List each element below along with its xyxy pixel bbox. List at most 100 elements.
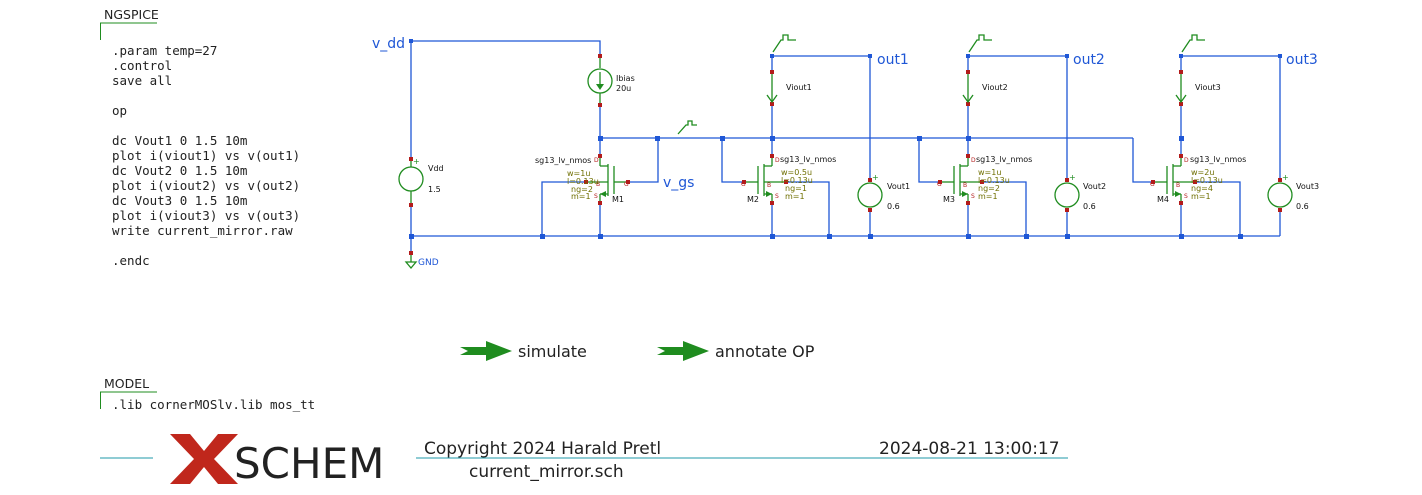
svg-text:m=1: m=1: [1191, 192, 1211, 201]
ngspice-line: .param temp=27: [112, 43, 217, 58]
probe-icon[interactable]: [677, 120, 697, 135]
ngspice-header: NGSPICE: [104, 7, 159, 22]
svg-text:S: S: [775, 193, 779, 200]
model-lib-line: .lib cornerMOSlv.lib mos_tt: [112, 397, 315, 412]
gnd-symbol[interactable]: GND: [404, 251, 439, 270]
ngspice-line: save all: [112, 73, 172, 88]
voltage-source-vout1[interactable]: + Vout1 0.6: [857, 173, 910, 212]
logo-text: SCHEM: [234, 439, 384, 488]
ibias-name: Ibias: [616, 74, 635, 83]
ngspice-line: write current_mirror.raw: [112, 223, 293, 238]
svg-text:ng=1: ng=1: [785, 184, 807, 193]
net-label-vgs[interactable]: v_gs: [663, 175, 694, 191]
ammeter-viout1[interactable]: Viout1: [766, 70, 812, 106]
probe-icon[interactable]: [772, 34, 796, 53]
svg-text:m=1: m=1: [785, 192, 805, 201]
m2-model: sg13_lv_nmos: [780, 155, 836, 164]
svg-text:Viout3: Viout3: [1195, 83, 1221, 92]
svg-text:v_gs: v_gs: [663, 175, 694, 191]
arrow-right-icon: [657, 341, 709, 361]
svg-text:D: D: [971, 157, 976, 164]
nmos-m2[interactable]: D S B G sg13_lv_nmos w=0.5u l=0.13u ng=1…: [741, 154, 836, 205]
svg-text:+: +: [872, 173, 879, 182]
annotate-op-label: annotate OP: [715, 342, 815, 361]
svg-text:S: S: [1184, 193, 1188, 200]
svg-text:w=2u: w=2u: [1191, 168, 1214, 177]
m4-name: M4: [1157, 195, 1169, 204]
ngspice-line: .control: [112, 58, 172, 73]
svg-text:0.6: 0.6: [1083, 202, 1096, 211]
m4-model: sg13_lv_nmos: [1190, 155, 1246, 164]
svg-text:B: B: [963, 182, 967, 189]
svg-text:D: D: [594, 157, 599, 164]
nmos-m1[interactable]: D S B G sg13_lv_nmos w=1u l=0.13u ng=2 m…: [535, 154, 630, 205]
ammeter-viout3[interactable]: Viout3: [1175, 70, 1221, 106]
net-label-out3[interactable]: out3: [1286, 52, 1318, 68]
probe-icon[interactable]: [1181, 34, 1205, 53]
ammeter-viout2[interactable]: Viout2: [962, 70, 1008, 106]
svg-text:m=1: m=1: [978, 192, 998, 201]
svg-text:B: B: [1176, 182, 1180, 189]
ibias-value: 20u: [616, 84, 631, 93]
svg-text:Viout2: Viout2: [982, 83, 1008, 92]
voltage-source-vout2[interactable]: + Vout2 0.6: [1054, 173, 1106, 212]
model-code-block[interactable]: MODEL .lib cornerMOSlv.lib mos_tt: [100, 376, 315, 412]
svg-text:+: +: [413, 157, 420, 166]
svg-text:Vout2: Vout2: [1083, 182, 1106, 191]
svg-text:Vout1: Vout1: [887, 182, 910, 191]
svg-text:G: G: [624, 181, 629, 188]
nmos-m3[interactable]: D S B G sg13_lv_nmos w=1u l=0.13u ng=2 m…: [937, 154, 1032, 205]
m2-name: M2: [747, 195, 759, 204]
current-source-ibias[interactable]: Ibias 20u: [587, 54, 635, 107]
svg-text:l=0.13u: l=0.13u: [1191, 176, 1223, 185]
nmos-m4[interactable]: D S B G sg13_lv_nmos w=2u l=0.13u ng=4 m…: [1150, 154, 1246, 205]
net-label-vdd[interactable]: v_dd: [372, 36, 405, 52]
svg-text:B: B: [767, 182, 771, 189]
svg-text:GND: GND: [418, 258, 439, 268]
annotate-op-launcher[interactable]: annotate OP: [657, 341, 815, 361]
m3-name: M3: [943, 195, 955, 204]
ngspice-line: .endc: [112, 253, 150, 268]
simulate-launcher[interactable]: simulate: [460, 341, 587, 361]
svg-text:+: +: [1069, 173, 1076, 182]
svg-text:out1: out1: [877, 52, 909, 68]
junction-dots: [409, 39, 1282, 239]
svg-text:Viout1: Viout1: [786, 83, 812, 92]
x-logo-icon: [170, 434, 238, 484]
m1-name: M1: [612, 195, 624, 204]
copyright-text: Copyright 2024 Harald Pretl: [424, 439, 661, 459]
vdd-value: 1.5: [428, 185, 441, 194]
svg-text:out3: out3: [1286, 52, 1318, 68]
svg-text:l=0.13u: l=0.13u: [978, 176, 1010, 185]
simulate-label: simulate: [518, 342, 587, 361]
svg-text:B: B: [596, 181, 600, 188]
svg-text:ng=2: ng=2: [571, 185, 593, 194]
svg-text:G: G: [1150, 181, 1155, 188]
svg-text:0.6: 0.6: [1296, 202, 1309, 211]
voltage-source-vout3[interactable]: + Vout3 0.6: [1267, 173, 1319, 212]
svg-text:l=0.13u: l=0.13u: [567, 177, 599, 186]
svg-text:+: +: [1282, 173, 1289, 182]
timestamp: 2024-08-21 13:00:17: [879, 439, 1060, 459]
probe-icon[interactable]: [968, 34, 992, 53]
svg-text:w=1u: w=1u: [567, 169, 590, 178]
svg-text:w=1u: w=1u: [978, 168, 1001, 177]
svg-text:G: G: [937, 181, 942, 188]
ngspice-line: dc Vout2 0 1.5 10m: [112, 163, 247, 178]
svg-text:ng=4: ng=4: [1191, 184, 1213, 193]
voltage-source-vdd[interactable]: + Vdd 1.5: [398, 157, 444, 207]
svg-text:v_dd: v_dd: [372, 36, 405, 52]
model-header: MODEL: [104, 376, 149, 391]
ngspice-line: dc Vout1 0 1.5 10m: [112, 133, 247, 148]
svg-text:out2: out2: [1073, 52, 1105, 68]
svg-text:l=0.13u: l=0.13u: [781, 176, 813, 185]
svg-text:S: S: [594, 193, 598, 200]
net-label-out1[interactable]: out1: [877, 52, 909, 68]
net-label-out2[interactable]: out2: [1073, 52, 1105, 68]
title-block: SCHEM Copyright 2024 Harald Pretl curren…: [100, 434, 1068, 488]
svg-text:m=1: m=1: [571, 192, 591, 201]
svg-text:Vout3: Vout3: [1296, 182, 1319, 191]
